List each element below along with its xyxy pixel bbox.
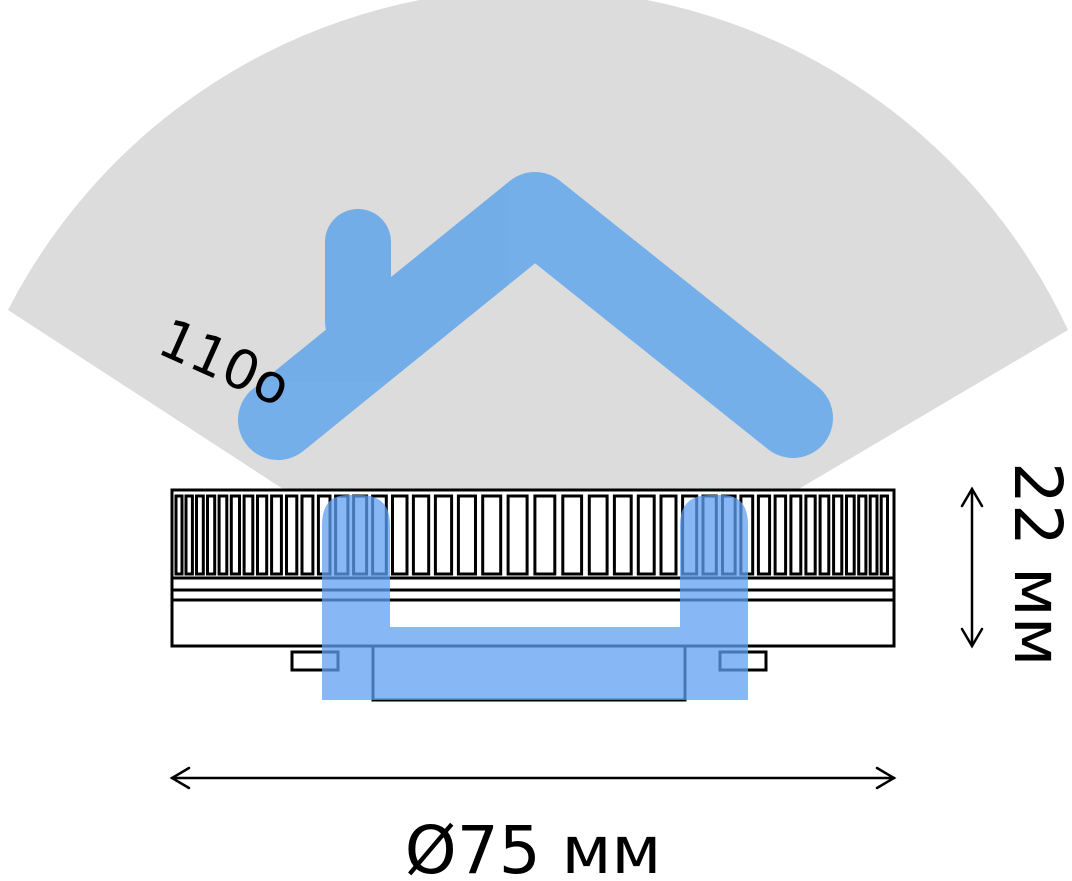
diameter-dimension-arrow [169,766,897,790]
heat-sink-fin [433,494,454,576]
heat-sink-fin [481,494,503,576]
height-label: 22 мм [999,462,1072,667]
heat-sink-fin [456,494,477,576]
heat-sink-fin [612,494,633,576]
heat-sink-fin [391,494,409,576]
heat-sink-fin [411,494,431,576]
heat-sink-fin [229,494,242,576]
heat-sink-fin [659,494,678,576]
heat-sink-fin [256,494,269,576]
heat-sink-fin [270,494,283,576]
diameter-label: Ø75 мм [405,812,662,877]
heat-sink-fin [879,494,890,576]
heat-sink-fin [217,494,229,576]
heat-sink-fin [804,494,817,576]
heat-sink-fin [184,494,194,576]
heat-sink-fin [636,494,656,576]
heat-sink-fin [857,494,868,576]
heat-sink-fin [868,494,879,576]
heat-sink-fin [506,494,529,576]
heat-sink-fin [818,494,831,576]
heat-sink-fin [561,494,584,576]
heat-sink-fin [195,494,205,576]
heat-sink-fin [174,494,184,576]
height-dimension-arrow [960,486,984,649]
heat-sink-fin [206,494,217,576]
heat-sink-fin [300,494,315,576]
heat-sink-fin [832,494,844,576]
heat-sink-fin [773,494,788,576]
heat-sink-fin [242,494,255,576]
lamp-icon [322,495,748,700]
heat-sink-fins [174,494,890,576]
heat-sink-fin [756,494,772,576]
heat-sink-fin [587,494,609,576]
heat-sink-fin [845,494,856,576]
heat-sink-fin [285,494,299,576]
heat-sink-fin [789,494,803,576]
heat-sink-fin [533,494,557,576]
house-icon [238,172,833,460]
